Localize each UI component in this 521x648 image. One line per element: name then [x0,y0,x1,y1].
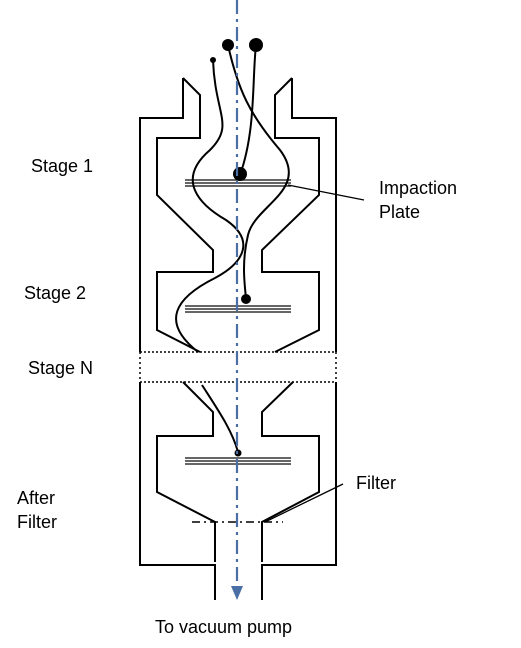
stage-n-label: Stage N [28,358,94,378]
housing-right-wall-lower [261,382,337,600]
housing-left-wall-lower [139,382,216,600]
impaction-label-line2: Plate [379,202,421,222]
inner-right-wall-upper [261,77,320,353]
flow-arrowhead [231,586,243,600]
filter-leader [264,483,344,523]
housing-left-wall-upper [139,78,184,352]
trajectory-large-particle [239,44,257,176]
particle-medium-start [222,39,234,51]
stage-2-label: Stage 2 [24,283,87,303]
particle-large-impacted [233,167,247,181]
particle-small-start [210,57,216,63]
inner-right-wall-lower [261,381,320,562]
particle-large-start [249,38,263,52]
trajectory-stage-n-particle [201,384,239,453]
filter-label: Filter [356,473,396,493]
impaction-plate-leader [287,184,365,201]
after-filter-label-line2: Filter [17,512,57,532]
trajectory-medium-particle [227,44,290,299]
vacuum-pump-label: To vacuum pump [155,617,293,637]
inner-left-wall-upper [156,77,214,353]
housing-right-wall-upper [291,78,337,352]
stage-1-label: Stage 1 [31,156,94,176]
after-filter-label-line1: After [17,488,56,508]
particle-medium-impacted [241,294,251,304]
inner-left-wall-lower [156,381,216,562]
impaction-label-line1: Impaction [379,178,458,198]
trajectory-small-particle [175,59,245,353]
